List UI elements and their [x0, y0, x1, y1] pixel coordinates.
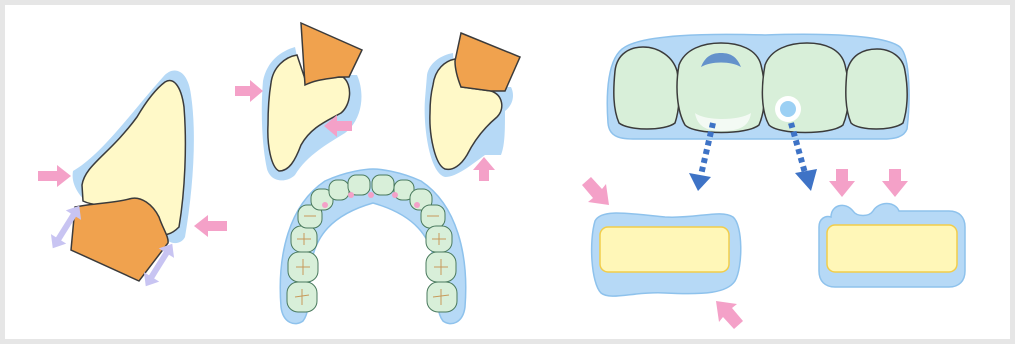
- attachment-dot: [780, 101, 796, 117]
- pink-arrow-down-icon: [882, 169, 908, 197]
- inner-plate: [827, 225, 957, 272]
- incisor-with-aligner: [38, 71, 227, 291]
- dental-arch-with-aligner: [280, 169, 465, 324]
- incisor-tooth: [348, 175, 370, 195]
- pink-arrow-diagonal-icon: [582, 177, 609, 205]
- incisor-tooth: [614, 47, 679, 129]
- incisor-tooth: [372, 175, 394, 195]
- molar-tooth: [427, 282, 457, 312]
- pink-arrow-right-icon: [235, 80, 263, 102]
- attachment-cross-section: [819, 169, 965, 287]
- incisor-tooth: [762, 43, 848, 133]
- incisor-tooth: [329, 180, 349, 200]
- dental-aligner-illustration: [5, 5, 1010, 339]
- illustration-panel: [5, 5, 1010, 339]
- molar-root: [455, 33, 520, 91]
- incisor-tooth: [846, 49, 907, 129]
- pink-arrow-down-icon: [829, 169, 855, 197]
- pink-arrow-diagonal-icon: [716, 301, 743, 329]
- inner-plate: [600, 227, 729, 272]
- front-teeth-row: [607, 34, 909, 191]
- pink-arrow-left-icon: [194, 215, 227, 237]
- premolar-with-aligner: [235, 23, 362, 180]
- pink-arrow-right-icon: [38, 165, 71, 187]
- molar-with-aligner: [425, 33, 520, 181]
- aligner-cross-section: [582, 177, 743, 329]
